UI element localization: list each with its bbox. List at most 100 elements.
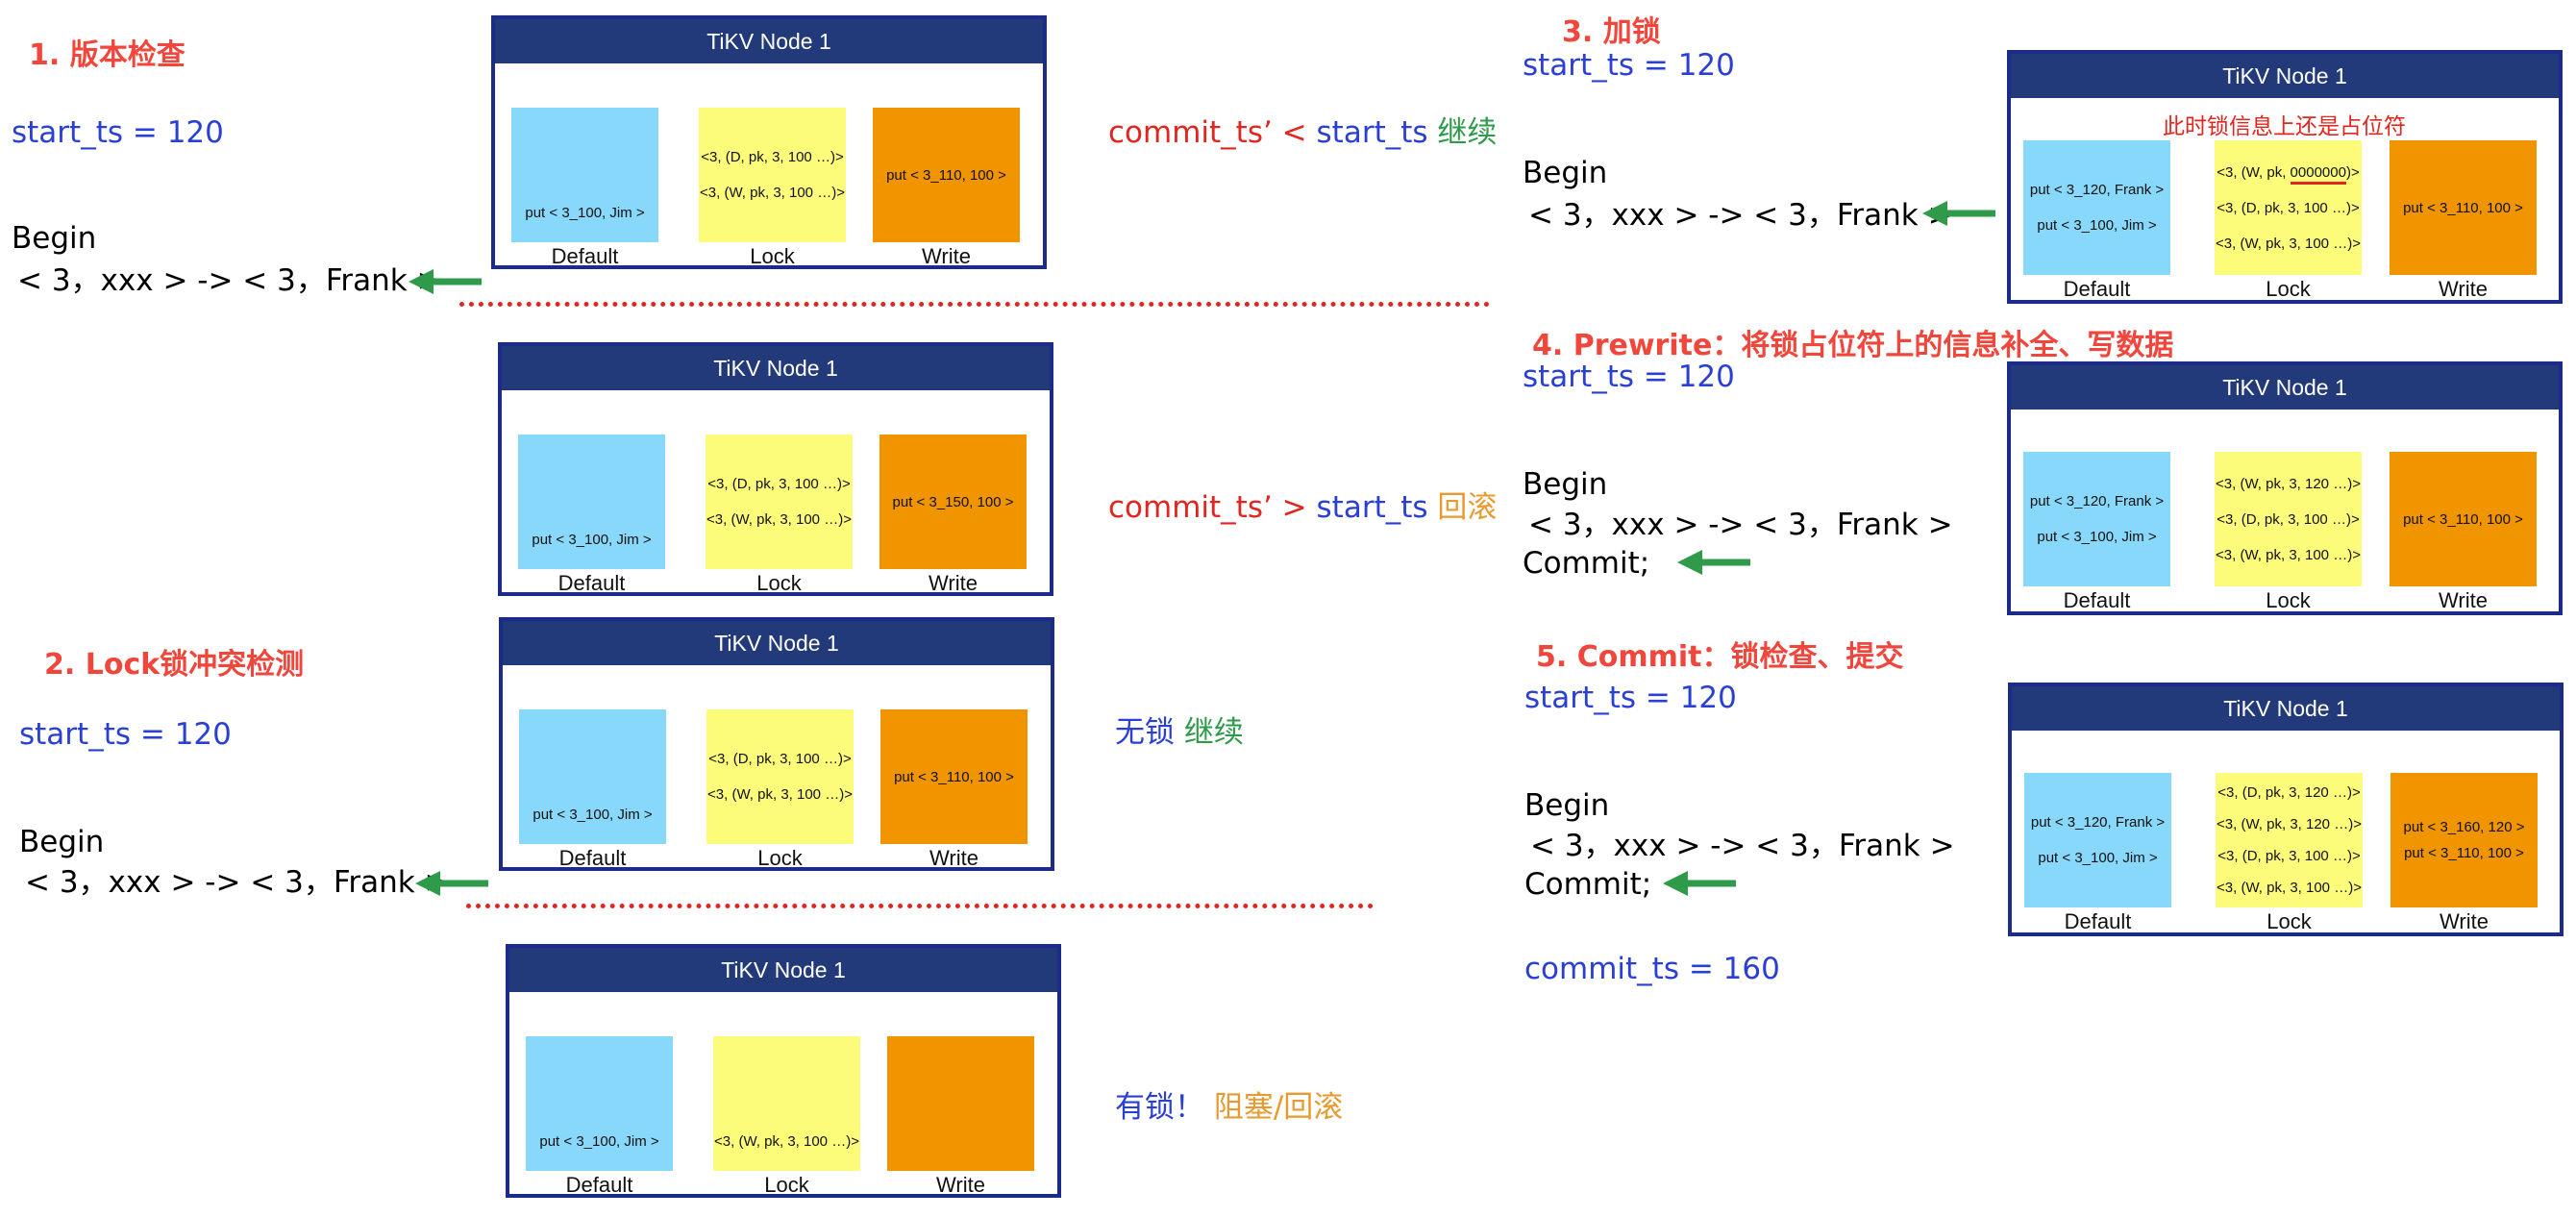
cf-entry: put < 3_110, 100 > [2403, 510, 2523, 528]
write-cf: put < 3_150, 100 > [879, 435, 1027, 569]
cf-entry: <3, (D, pk, 3, 100 …)> [2217, 848, 2361, 864]
node-title: TiKV Node 1 [502, 346, 1050, 390]
default-cf: put < 3_100, Jim > [519, 709, 666, 844]
cf-entry: put < 3_150, 100 > [892, 493, 1014, 510]
comparison-continue: commit_ts’ < start_ts 继续 [1108, 115, 1498, 150]
node-title: TiKV Node 1 [2011, 365, 2559, 410]
lock-found-status: 有锁！ 阻塞/回滚 [1115, 1090, 1344, 1125]
lock-label: Lock [756, 571, 802, 595]
cf-entry: <3, (D, pk, 3, 120 …)> [2217, 784, 2361, 801]
begin-label: Begin [1523, 156, 1608, 190]
default-label: Default [557, 571, 626, 595]
section-2-title: 2. Lock锁冲突检测 [44, 648, 305, 682]
default-cf: put < 3_120, Frank > put < 3_100, Jim > [2024, 773, 2171, 907]
start-ts-label: start_ts = 120 [1523, 48, 1735, 83]
node-title: TiKV Node 1 [495, 19, 1043, 63]
commit-ts-label: commit_ts = 160 [1524, 952, 1780, 986]
cf-entry: <3, (W, pk, 3, 100 …)> [714, 1133, 859, 1150]
default-cf: put < 3_120, Frank >put < 3_100, Jim > [2023, 452, 2170, 586]
node-title: TiKV Node 1 [2012, 686, 2560, 731]
default-label: Default [2064, 909, 2132, 933]
separator-line [459, 302, 1490, 307]
cf-entry: put < 3_120, Frank > [2030, 814, 2166, 831]
lock-cf: <3, (D, pk, 3, 100 …)> <3, (W, pk, 3, 100… [706, 709, 854, 844]
cf-entry: <3, (W, pk, 3, 100 …)> [2217, 880, 2362, 896]
cf-entry: put < 3_100, Jim > [533, 807, 653, 823]
tikv-node: TiKV Node 1 此时锁信息上还是占位符 put < 3_120, Fra… [2007, 50, 2563, 304]
arrow-left-icon [409, 269, 482, 294]
no-lock-status: 无锁 继续 [1115, 715, 1244, 750]
tikv-node: TiKV Node 1 put < 3_100, Jim > <3, (D, p… [498, 342, 1053, 596]
cf-entry: put < 3_100, Jim > [2037, 529, 2157, 545]
start-ts-label: start_ts = 120 [19, 717, 232, 752]
write-cf: put < 3_110, 100 > [880, 709, 1028, 844]
statement-label: < 3，xxx > -> < 3，Frank > [1530, 829, 1955, 863]
cf-entry: put < 3_100, Jim > [539, 1133, 659, 1150]
write-cf: put < 3_110, 100 > [873, 108, 1020, 242]
write-cf [887, 1036, 1034, 1171]
lock-cf: <3, (D, pk, 3, 120 …)> <3, (W, pk, 3, 120… [2216, 773, 2363, 907]
cf-entry: <3, (W, pk, 3, 120 …)> [2217, 816, 2362, 832]
arrow-left-icon [415, 871, 488, 896]
start-ts-label: start_ts = 120 [12, 115, 224, 150]
lock-label: Lock [757, 846, 803, 870]
section-1-title: 1. 版本检查 [29, 38, 186, 72]
cf-entry: <3, (D, pk, 3, 100 …)> [708, 751, 852, 767]
lock-label: Lock [764, 1173, 809, 1197]
cf-entry: <3, (D, pk, 3, 100 …)> [2217, 199, 2360, 216]
separator-line [466, 904, 1374, 908]
default-cf: put < 3_120, Frank > put < 3_100, Jim > [2023, 140, 2170, 275]
tikv-node: TiKV Node 1 put < 3_100, Jim > <3, (W, p… [506, 944, 1061, 1198]
cf-entry: put < 3_100, Jim > [2037, 217, 2157, 234]
write-cf: put < 3_110, 100 > [2390, 140, 2537, 275]
lock-label: Lock [2266, 588, 2311, 612]
statement-label: < 3，xxx > -> < 3，Frank > [1528, 198, 1953, 233]
cf-entry: <3, (D, pk, 3, 100 …)> [2217, 510, 2360, 528]
cf-entry: <3, (W, pk, 3, 100 …)> [706, 511, 852, 528]
begin-label: Begin [1523, 467, 1608, 502]
cf-entry: put < 3_160, 120 > [2403, 819, 2525, 835]
tikv-node: TiKV Node 1 put < 3_100, Jim > <3, (D, p… [499, 617, 1054, 871]
cf-entry: put < 3_110, 100 > [886, 166, 1006, 184]
cf-entry: put < 3_120, Frank > [2029, 182, 2165, 198]
tikv-node: TiKV Node 1 put < 3_120, Frank >put < 3_… [2008, 683, 2564, 936]
write-label: Write [929, 846, 978, 870]
cf-entry: put < 3_110, 100 > [2404, 845, 2524, 861]
cf-entry: <3, (W, pk, 3, 100 …)> [2216, 235, 2361, 252]
lock-cf: <3, (W, pk, 3, 100 …)> [713, 1036, 860, 1171]
placeholder-value: 0000000 [2290, 163, 2346, 185]
lock-label: Lock [750, 244, 795, 268]
cf-entry: <3, (W, pk, 3, 120 …)> [2216, 475, 2361, 492]
statement-label: < 3，xxx > -> < 3，Frank > [17, 263, 442, 298]
write-label: Write [922, 244, 971, 268]
lock-cf: <3, (W, pk, 0000000)> <3, (D, pk, 3, 100… [2215, 140, 2362, 275]
begin-label: Begin [12, 221, 97, 256]
cf-entry: put < 3_100, Jim > [2038, 850, 2158, 866]
cf-entry: <3, (W, pk, 3, 100 …)> [700, 185, 845, 201]
section-5-title: 5. Commit：锁检查、提交 [1536, 640, 1904, 674]
node-title: TiKV Node 1 [509, 948, 1057, 992]
begin-label: Begin [19, 825, 105, 859]
write-label: Write [2439, 277, 2488, 301]
write-label: Write [936, 1173, 985, 1197]
lock-cf: <3, (D, pk, 3, 100 …)><3, (W, pk, 3, 100… [706, 435, 853, 569]
lock-cf: <3, (D, pk, 3, 100 …)> <3, (W, pk, 3, 100… [699, 108, 846, 242]
lock-label: Lock [2266, 277, 2311, 301]
node-title: TiKV Node 1 [503, 621, 1051, 665]
cf-entry: put < 3_100, Jim > [525, 205, 645, 221]
comparison-rollback: commit_ts’ > start_ts 回滚 [1108, 490, 1498, 525]
node-title: TiKV Node 1 [2011, 54, 2559, 98]
tikv-node: TiKV Node 1 put < 3_120, Frank >put < 3_… [2007, 361, 2563, 615]
arrow-left-icon [1922, 201, 1995, 226]
cf-entry: <3, (W, pk, 3, 100 …)> [707, 786, 853, 803]
default-label: Default [2063, 588, 2131, 612]
section-3-title: 3. 加锁 [1562, 15, 1661, 49]
write-label: Write [2440, 909, 2489, 933]
default-label: Default [551, 244, 619, 268]
start-ts-label: start_ts = 120 [1524, 681, 1737, 715]
section-4-title: 4. Prewrite：将锁占位符上的信息补全、写数据 [1532, 329, 2174, 362]
cf-entry: <3, (D, pk, 3, 100 …)> [701, 149, 844, 165]
cf-entry: <3, (W, pk, 3, 100 …)> [2216, 546, 2361, 563]
placeholder-note: 此时锁信息上还是占位符 [2163, 114, 2406, 139]
cf-entry: put < 3_110, 100 > [2403, 199, 2523, 216]
